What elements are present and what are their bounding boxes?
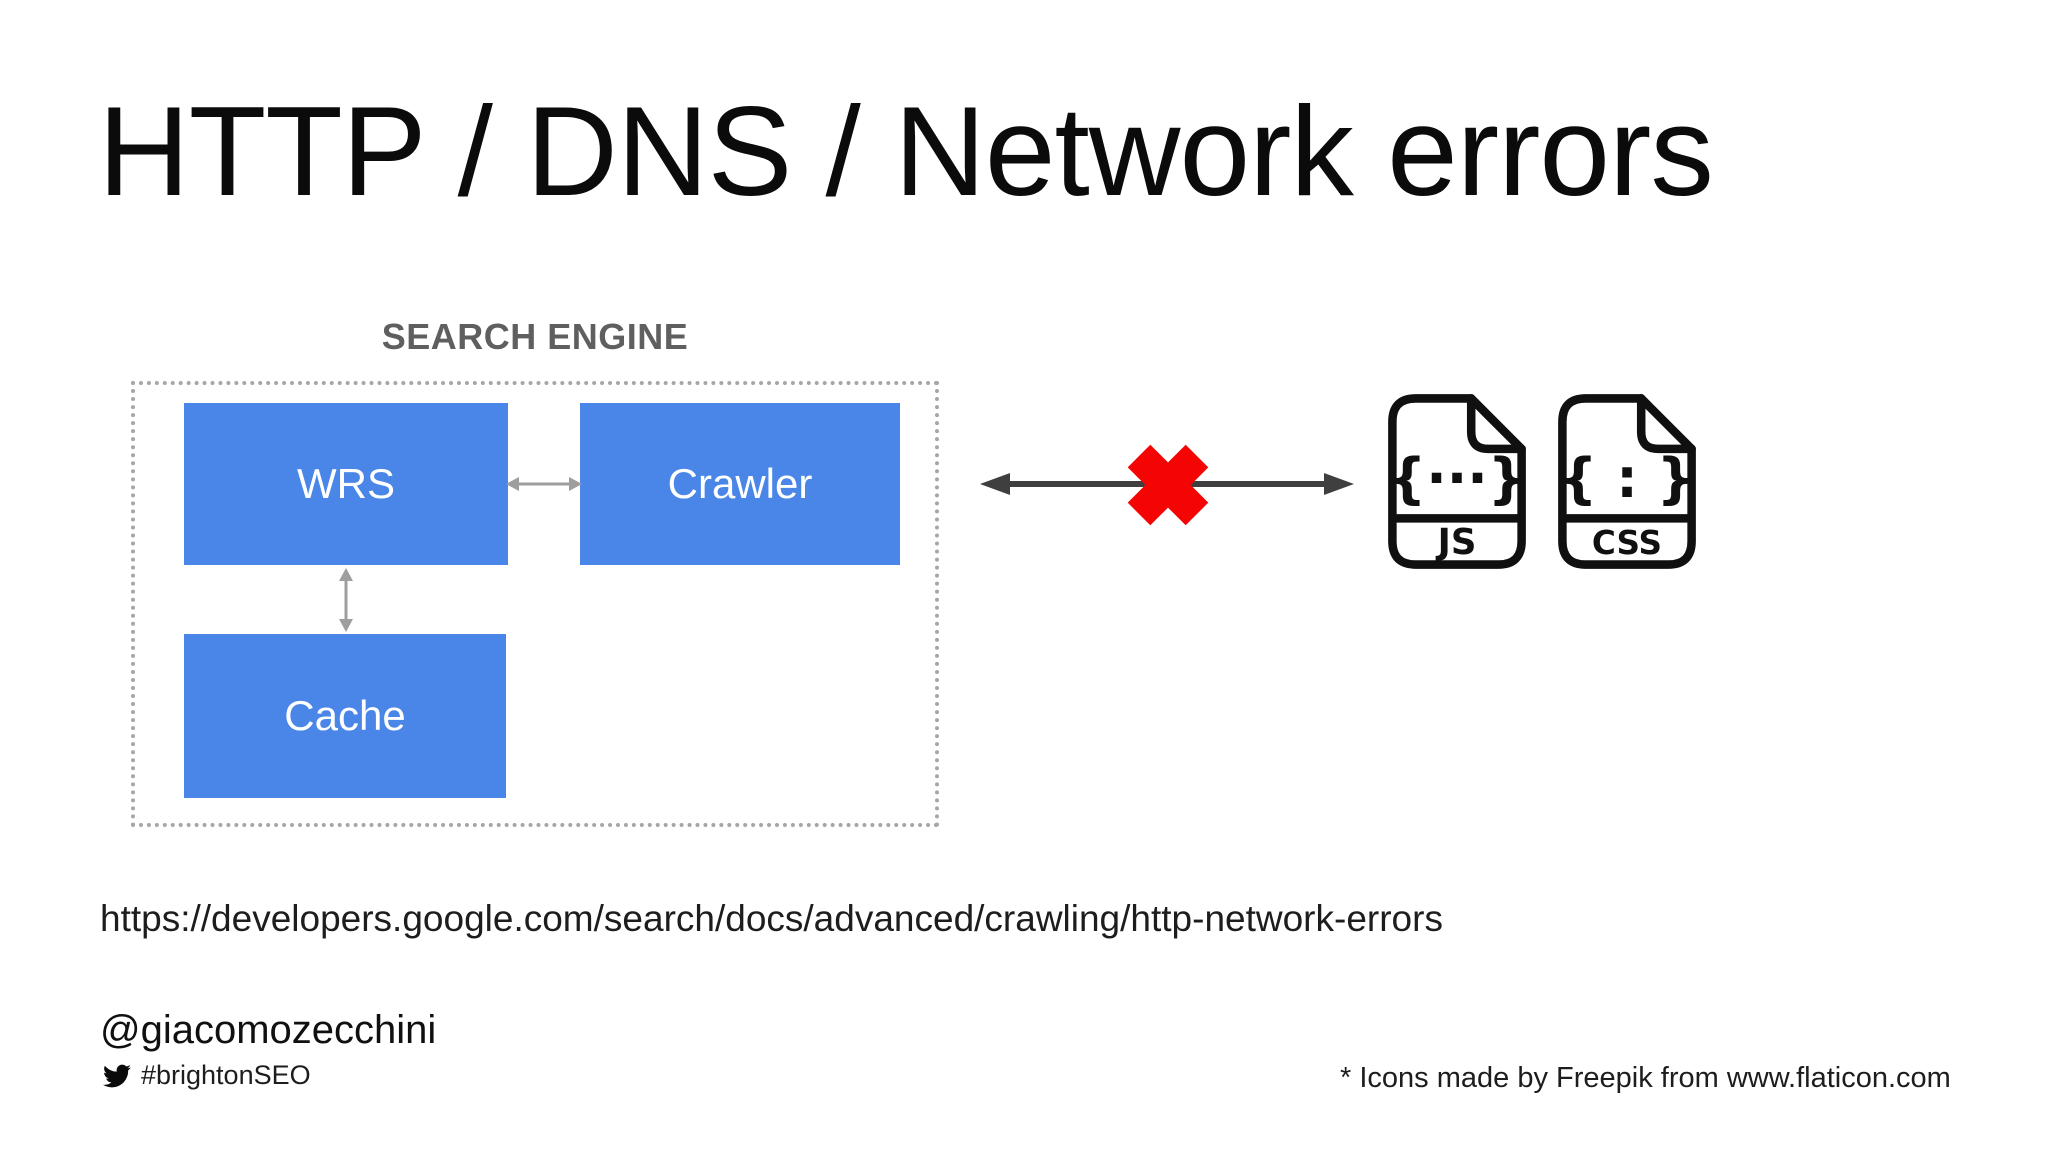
search-engine-boundary [131,381,939,827]
twitter-icon [103,1064,131,1087]
hashtag-text: #brightonSEO [141,1060,311,1090]
search-engine-label: SEARCH ENGINE [381,316,689,357]
node-wrs: WRS [184,403,508,565]
node-crawler: Crawler [580,403,900,565]
author-handle: @giacomozecchini [100,1008,437,1052]
icons-credit-text: * Icons made by Freepik from www.flatico… [1340,1062,1951,1094]
twitter-hashtag-row: #brightonSEO [100,1060,311,1091]
node-cache: Cache [184,634,506,798]
css-file-icon: { : } CSS [1558,394,1696,569]
js-file-glyph: {···} [1388,447,1526,510]
css-file-glyph: { : } [1559,447,1695,510]
js-file-label: JS [1436,522,1477,563]
error-cross-icon [1127,444,1209,526]
css-file-label: CSS [1592,524,1662,562]
node-crawler-label: Crawler [667,460,813,507]
page-title: HTTP / DNS / Network errors [98,80,1714,222]
js-file-icon: {···} JS [1388,394,1526,569]
wrs-cache-double-arrow-icon [339,568,353,632]
source-url-text: https://developers.google.com/search/doc… [100,898,1443,939]
node-cache-label: Cache [284,692,406,739]
wrs-crawler-double-arrow-icon [506,477,582,491]
node-wrs-label: WRS [297,460,395,507]
